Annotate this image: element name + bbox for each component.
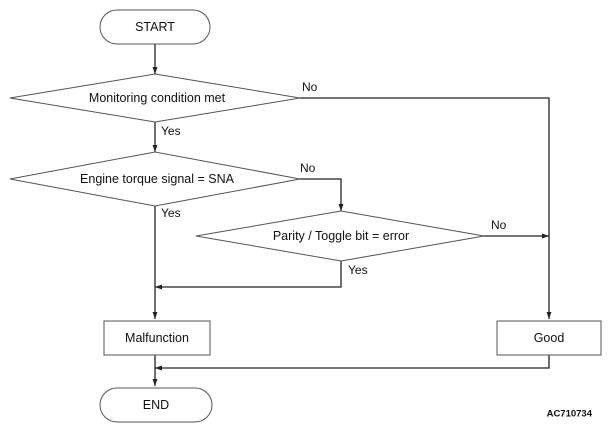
monitoring-diamond-shape — [9, 73, 301, 123]
connectors — [152, 44, 552, 386]
branch-labels: No Yes No Yes No Yes — [161, 80, 507, 277]
node-monitoring-decision: Monitoring condition met — [9, 73, 301, 123]
monitoring-label: Monitoring condition met — [89, 91, 226, 105]
torque-label: Engine torque signal = SNA — [80, 172, 235, 186]
node-malfunction: Malfunction — [103, 320, 211, 356]
malfunction-box-shape — [103, 320, 211, 356]
start-terminal-shape — [99, 9, 211, 45]
monitoring-yes-label: Yes — [161, 124, 181, 138]
parity-diamond-shape — [195, 210, 485, 262]
node-good: Good — [496, 320, 602, 356]
end-label: END — [143, 398, 169, 412]
torque-yes-label: Yes — [161, 206, 181, 220]
monitoring-no-label: No — [302, 80, 318, 94]
node-parity-decision: Parity / Toggle bit = error — [195, 210, 485, 262]
node-end: END — [99, 387, 213, 423]
node-torque-decision: Engine torque signal = SNA — [9, 151, 301, 207]
parity-yes-label: Yes — [348, 263, 368, 277]
torque-diamond-shape — [9, 151, 301, 207]
malfunction-label: Malfunction — [125, 331, 189, 345]
parity-no-label: No — [491, 218, 507, 232]
good-box-shape — [496, 320, 602, 356]
node-start: START — [99, 9, 211, 45]
start-label: START — [135, 20, 175, 34]
end-terminal-shape — [99, 387, 213, 423]
arrow-parity-yes — [155, 261, 342, 290]
arrow-good-to-merge — [155, 355, 550, 371]
parity-label: Parity / Toggle bit = error — [273, 229, 409, 243]
torque-no-label: No — [300, 161, 316, 175]
arrow-torque-no — [300, 178, 344, 211]
arrow-monitoring-no — [300, 97, 552, 319]
figure-id: AC710734 — [547, 409, 593, 420]
good-label: Good — [534, 331, 565, 345]
